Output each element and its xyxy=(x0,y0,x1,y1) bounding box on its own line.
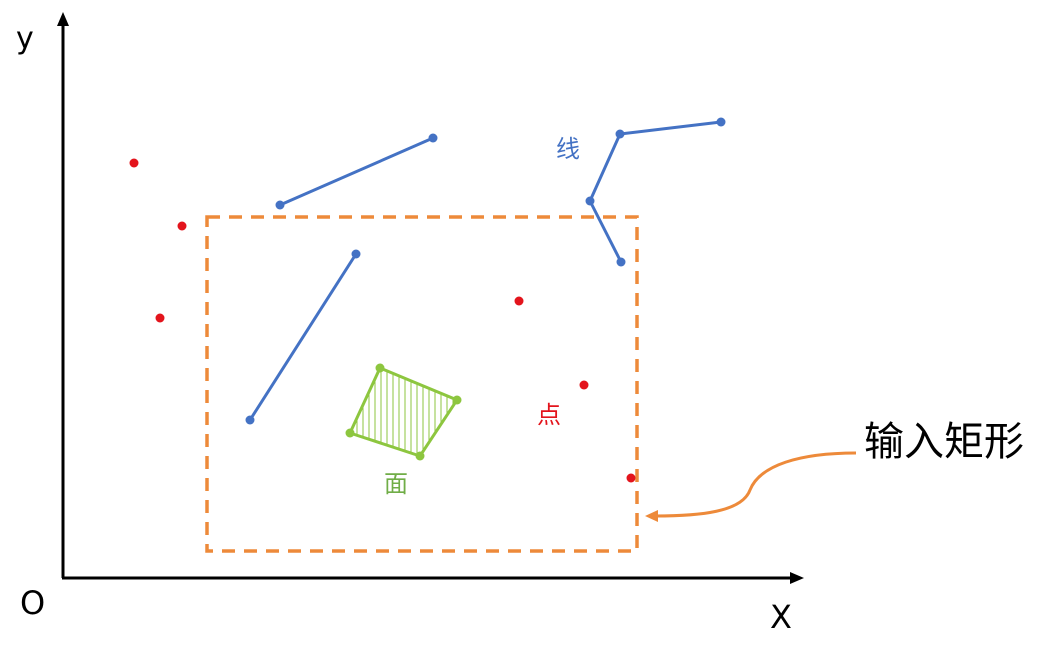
line-label: 线 xyxy=(556,135,580,163)
annotation-arrow xyxy=(654,451,857,518)
point-label: 点 xyxy=(537,401,561,429)
point-features xyxy=(129,158,636,483)
point-feature xyxy=(177,221,187,231)
line-vertex xyxy=(616,257,626,267)
point-feature xyxy=(129,158,139,168)
polygon-vertices xyxy=(345,363,462,461)
point-feature xyxy=(155,313,165,323)
line-vertex xyxy=(585,196,595,206)
point-feature xyxy=(626,473,636,483)
polygon-label: 面 xyxy=(384,470,408,498)
polygon-vertex xyxy=(415,451,425,461)
x-axis-label: X xyxy=(770,598,792,636)
input-rectangle xyxy=(205,215,639,553)
point-feature xyxy=(514,296,524,306)
line-vertex xyxy=(245,415,255,425)
line-features xyxy=(248,120,722,421)
polygon-vertex xyxy=(452,395,462,405)
x-axis-arrow xyxy=(790,572,804,584)
line-feature-3 xyxy=(588,120,722,263)
polygon-feature xyxy=(347,366,460,458)
line-feature-1 xyxy=(279,136,434,207)
y-axis-arrow xyxy=(57,12,69,26)
line-vertex xyxy=(716,117,726,127)
line-feature-2 xyxy=(248,253,358,421)
input-rect-label: 输入矩形 xyxy=(864,419,1024,465)
line-vertex xyxy=(351,249,361,259)
annotation-arrowhead xyxy=(645,510,658,522)
line-vertices xyxy=(245,117,726,425)
origin-label: O xyxy=(20,584,45,622)
polygon-vertex xyxy=(375,363,385,373)
y-axis-label: y xyxy=(16,21,34,56)
line-vertex xyxy=(275,200,285,210)
line-vertex xyxy=(428,133,438,143)
axes: y O X xyxy=(16,12,804,636)
line-vertex xyxy=(615,129,625,139)
point-feature xyxy=(579,380,589,390)
polygon-vertex xyxy=(345,428,355,438)
